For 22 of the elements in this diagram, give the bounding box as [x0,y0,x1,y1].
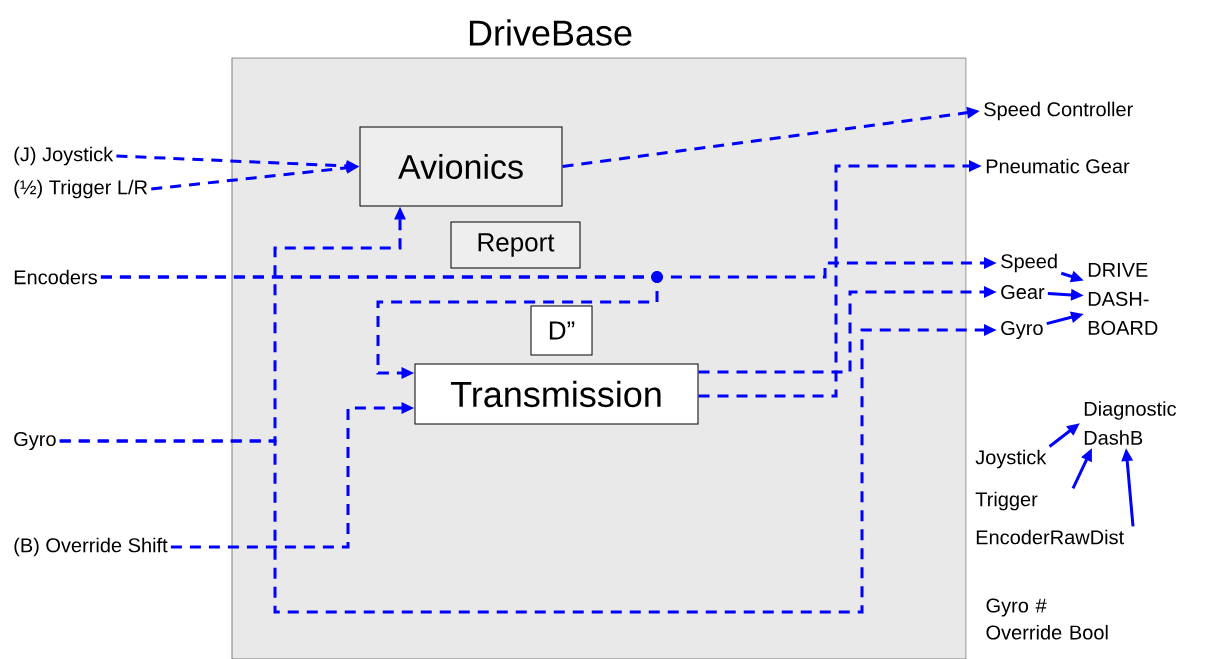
signal-label: Speed Controller [984,101,1133,121]
arrow [100,275,659,379]
signal-label: Trigger [975,491,1038,511]
process-box: D” [530,305,593,356]
signal-label: EncoderRawDist [976,529,1124,545]
process-box: Avionics [359,126,563,207]
signal-label: Encoders [14,269,97,285]
signal-label: Pneumatic Gear [986,158,1130,174]
signal-label: Gyro [14,431,56,451]
signal-label: Speed [1001,253,1057,273]
signal-label: Gyro [1001,320,1043,340]
signal-label: DRIVE DASH- BOARD [1088,263,1158,335]
signal-label: Diagnostic DashB [1084,401,1177,445]
note-text: Gyro # Override Bool [986,598,1108,640]
signal-label: (½) Trigger L/R [14,179,148,199]
signal-label: (B) Override Shift [14,537,168,557]
signal-label: Joystick [975,449,1047,469]
process-box: Report [450,221,581,269]
node-label: DriveBase [469,19,632,46]
signal-label: Gear [1001,284,1045,300]
signal-label: (J) Joystick [14,146,114,166]
process-box: Transmission [414,363,699,425]
